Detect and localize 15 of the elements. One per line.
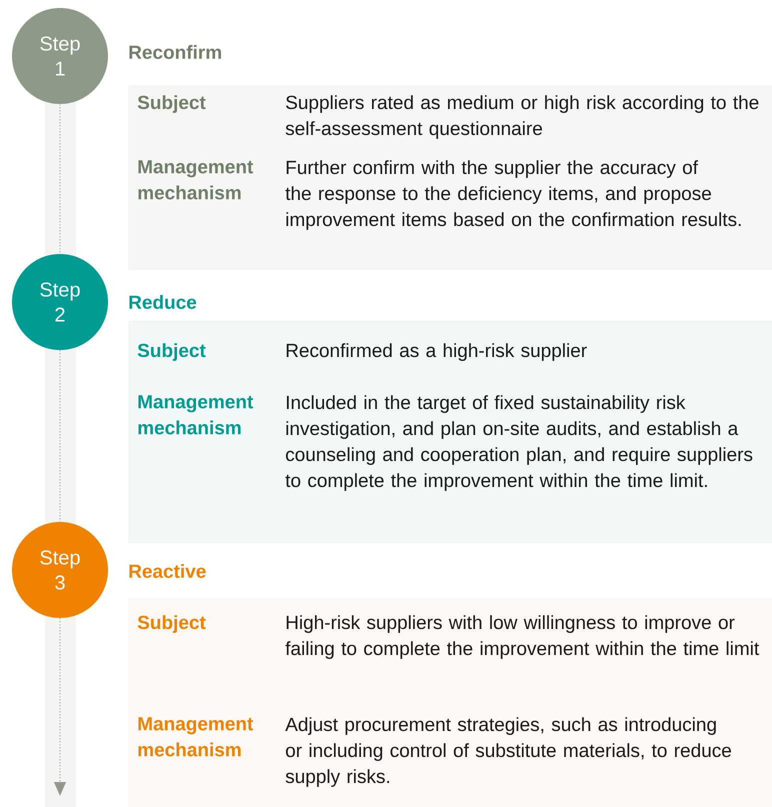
row-text: Suppliers rated as medium or high risk according to the self-assessment questionnaire: [286, 95, 758, 139]
step-heading: Reactive: [129, 564, 206, 578]
row-text: Included in the target of fixed sustainability risk investigation, and plan on-site audits, and establish a counseling and cooperation plan, and require suppliers to complete the improvement within the time limit.: [285, 395, 752, 491]
step-heading: Reduce: [129, 295, 196, 309]
row-label: Subject: [138, 343, 206, 361]
row-text: High-risk suppliers with low willingness to improve or failing to complete the improvement within the time limit: [285, 615, 760, 659]
row-label: Subject: [138, 95, 206, 113]
row-label: Management mechanism: [138, 717, 254, 756]
row-text: Adjust procurement strategies, such as introducing or including control of substitute materials, to reduce supply risks.: [285, 717, 731, 787]
step-heading: Reconfirm: [129, 45, 221, 59]
row-label: Subject: [138, 615, 206, 633]
row-text: Further confirm with the supplier the accuracy of the response to the deficiency items, and propose improvement items based on the confirmation results.: [285, 160, 741, 230]
row-text: Reconfirmed as a high-risk supplier: [286, 343, 587, 361]
row-label: Management mechanism: [138, 160, 254, 200]
row-label: Management mechanism: [138, 395, 254, 434]
